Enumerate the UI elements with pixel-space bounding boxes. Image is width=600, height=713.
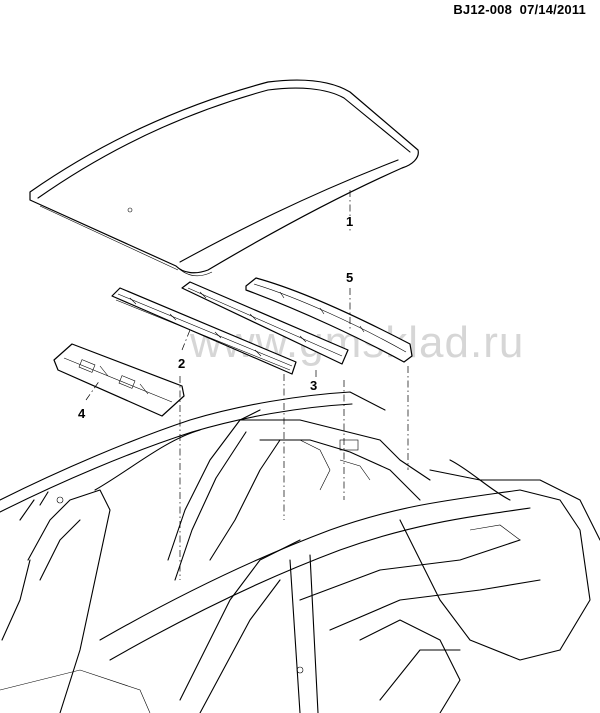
diagram-reference: BJ12-008 07/14/2011	[453, 2, 586, 17]
callout-1: 1	[346, 214, 354, 229]
callout-2: 2	[178, 356, 186, 371]
callout-4: 4	[78, 406, 86, 421]
diagram-code: BJ12-008	[453, 2, 513, 17]
rear-roof-bow	[245, 277, 413, 363]
front-roof-bow	[111, 287, 297, 375]
diagram-date: 07/14/2011	[519, 2, 586, 17]
leader-lines	[85, 190, 409, 580]
callout-5: 5	[346, 270, 354, 285]
roof-reinforcement	[53, 343, 185, 417]
body-structure	[0, 391, 600, 713]
callout-3: 3	[310, 378, 318, 393]
roof-panel	[29, 79, 419, 277]
middle-roof-bow	[181, 281, 349, 365]
